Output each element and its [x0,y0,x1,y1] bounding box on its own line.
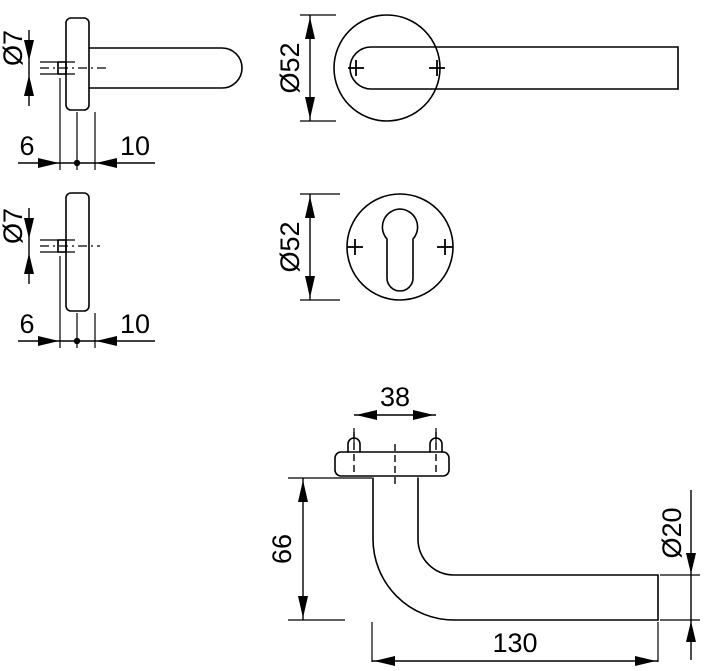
dimension-label-10-top: 10 [120,131,150,161]
dimension-label-130: 130 [492,628,537,658]
escutcheon-plate-profile [65,192,90,312]
cross-mark-left-escutcheon [347,239,363,255]
dimension-label-dia7-top: Ø7 [0,30,28,66]
arrow-head [305,17,315,39]
view-bottom-elevation: 38 66 130 Ø20 [267,382,700,666]
cross-mark-right [429,60,445,76]
dimension-origin-dot [73,337,81,345]
dimension-6-10-mid: 6 10 [18,309,155,346]
dimension-label-dia20: Ø20 [657,507,687,558]
dimension-38: 38 [353,382,437,444]
arrow-head [96,336,117,346]
dimension-6-10-top: 6 10 [18,131,155,168]
arrow-head [686,621,696,642]
dimension-dia7-mid: Ø7 [0,208,75,284]
arrow-head [24,75,34,96]
arrow-head [305,276,315,298]
dimension-dia7-top: Ø7 [0,30,75,106]
arrow-head [413,410,434,420]
arrow-head [24,40,34,61]
lever-inner-profile [417,477,659,576]
lever-neck-plan [349,46,679,90]
dimension-label-6-mid: 6 [19,309,34,339]
rose-plate-profile [65,17,90,111]
arrow-head [298,480,308,502]
dimension-label-38: 38 [380,382,410,412]
lever-outer-profile [372,477,659,621]
dimension-66: 66 [267,477,372,621]
dimension-label-dia52-mid: Ø52 [275,221,305,272]
cross-mark-left [348,60,364,76]
arrow-head [356,410,377,420]
dimension-label-10-mid: 10 [120,309,150,339]
arrow-head [374,656,395,666]
arrow-head [38,336,59,346]
dimension-dia52-top: Ø52 [275,14,336,122]
dimension-130: 130 [371,622,659,666]
arrow-head [24,253,34,274]
dimension-label-dia52-top: Ø52 [275,42,305,93]
view-top-left-side: Ø7 6 10 [0,17,243,170]
euro-profile-keyhole [381,208,419,292]
cross-mark-right-escutcheon [437,239,453,255]
dimension-label-66: 66 [267,534,297,564]
dimension-origin-dot [73,159,81,167]
arrow-head [305,97,315,119]
arrow-head [96,158,117,168]
view-mid-left-side: Ø7 6 10 [0,192,155,348]
arrow-head [24,218,34,239]
view-top-right-plan: Ø52 [275,14,679,122]
lever-body-profile [88,47,243,89]
arrow-head [38,158,59,168]
dimension-dia20: Ø20 [657,490,700,660]
rose-section-body [334,451,450,477]
dimension-dia52-mid: Ø52 [275,193,340,301]
arrow-head [635,656,656,666]
dimension-label-6-top: 6 [19,131,34,161]
arrow-head [298,596,308,618]
arrow-head [305,196,315,218]
view-mid-right-escutcheon: Ø52 [275,193,454,301]
arrow-head [686,553,696,574]
dimension-label-dia7-mid: Ø7 [0,208,28,244]
